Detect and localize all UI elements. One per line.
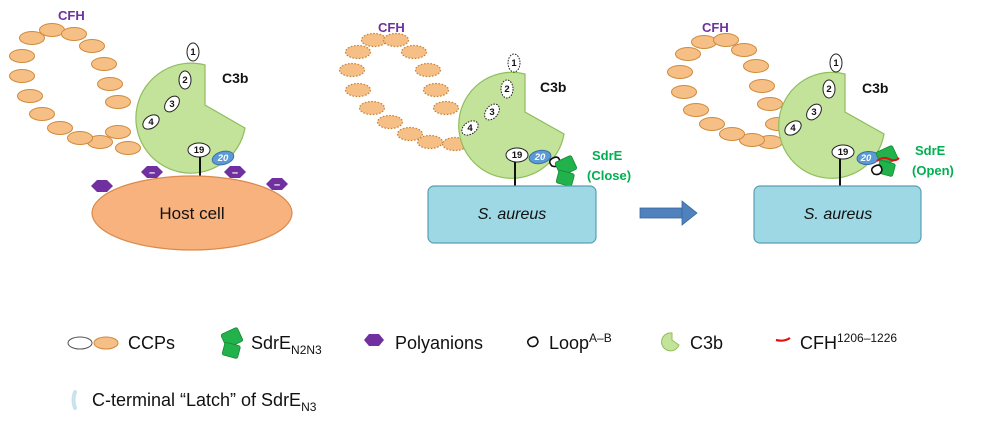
- svg-text:Polyanions: Polyanions: [395, 333, 483, 353]
- cfh-label: CFH: [702, 20, 729, 35]
- s-aureus-label: S. aureus: [478, 206, 546, 223]
- polyanion-markers: – – –: [91, 166, 288, 192]
- ccp-1-4: 1 2 3 4: [784, 53, 843, 136]
- legend-polyanions: Polyanions: [364, 333, 483, 353]
- sdre-label: SdrE: [592, 148, 623, 163]
- svg-text:1: 1: [190, 47, 196, 58]
- panel-sdre-open: CFH C3b 1 2 3: [667, 20, 954, 244]
- svg-text:4: 4: [148, 117, 154, 128]
- svg-text:–: –: [149, 167, 155, 179]
- transition-arrow: [639, 200, 698, 226]
- svg-text:2: 2: [504, 84, 509, 95]
- polyanion-icon: [364, 334, 384, 346]
- sdre-state-label: (Open): [912, 163, 954, 178]
- sdre-icon: [220, 326, 244, 360]
- ccp-20: [528, 149, 552, 165]
- c3b-label: C3b: [222, 70, 248, 86]
- cfh-label: CFH: [58, 8, 85, 23]
- legend-loop: LoopA–B: [526, 331, 612, 353]
- svg-text:2: 2: [182, 75, 187, 86]
- svg-text:19: 19: [512, 150, 523, 161]
- legend-c3b: C3b: [661, 332, 723, 353]
- ccp-19: [505, 147, 529, 163]
- s-aureus-cell: [753, 185, 922, 244]
- host-cell: [91, 175, 293, 251]
- panel-host-cell: CFH C3b 1 2 3: [9, 8, 293, 251]
- legend-ccps: CCPs: [67, 333, 175, 353]
- ccp-19: [831, 144, 855, 160]
- svg-text:20: 20: [534, 152, 546, 163]
- ccp-white-icon: [67, 336, 93, 350]
- svg-text:2: 2: [826, 84, 831, 95]
- svg-text:C3b: C3b: [690, 333, 723, 353]
- cfh-peptide-1206-1226: [876, 156, 900, 162]
- ccp-1-4: 1 2 3 4: [461, 53, 521, 136]
- svg-text:4: 4: [790, 123, 796, 134]
- svg-text:LoopA–B: LoopA–B: [549, 331, 612, 353]
- panel-sdre-close: CFH C3b 1 2 3 4: [338, 20, 631, 244]
- legend-sdre: SdrEN2N3: [220, 326, 322, 360]
- cfh-peptide-icon: [775, 337, 791, 342]
- legend-latch: C-terminal “Latch” of SdrEN3: [71, 390, 317, 414]
- svg-text:20: 20: [217, 153, 229, 164]
- c3b-icon: [661, 332, 680, 352]
- ccp-orange-icon: [93, 336, 119, 350]
- svg-text:–: –: [232, 167, 238, 179]
- svg-text:3: 3: [169, 99, 174, 110]
- svg-text:C-terminal “Latch” of SdrEN3: C-terminal “Latch” of SdrEN3: [92, 390, 317, 414]
- sdre-label: SdrE: [915, 143, 946, 158]
- s-aureus-cell: [427, 185, 597, 244]
- host-cell-label: Host cell: [159, 204, 224, 223]
- c3b-label: C3b: [862, 80, 888, 96]
- sdre-state-label: (Close): [587, 168, 631, 183]
- svg-text:CCPs: CCPs: [128, 333, 175, 353]
- ccp-20: [211, 150, 235, 166]
- svg-text:–: –: [274, 179, 280, 191]
- ccp-1-4: 1 2 3 4: [142, 42, 200, 130]
- svg-text:4: 4: [467, 123, 473, 134]
- svg-text:1: 1: [511, 58, 517, 69]
- svg-text:19: 19: [194, 145, 205, 156]
- legend: CCPs SdrEN2N3 Polyanions LoopA–B C3b CFH…: [67, 326, 897, 414]
- svg-text:CFH1206–1226: CFH1206–1226: [800, 331, 897, 353]
- svg-text:3: 3: [811, 107, 816, 118]
- svg-text:3: 3: [489, 107, 494, 118]
- svg-text:20: 20: [860, 153, 872, 164]
- latch-icon: [71, 390, 77, 410]
- svg-text:SdrEN2N3: SdrEN2N3: [251, 333, 322, 357]
- cfh-label: CFH: [378, 20, 405, 35]
- loop-icon: [526, 336, 539, 348]
- loop-ab: [870, 164, 883, 176]
- svg-text:19: 19: [838, 147, 849, 158]
- svg-text:1: 1: [833, 58, 839, 69]
- s-aureus-label: S. aureus: [804, 206, 872, 223]
- c3b-label: C3b: [540, 79, 566, 95]
- legend-cfh-peptide: CFH1206–1226: [775, 331, 897, 353]
